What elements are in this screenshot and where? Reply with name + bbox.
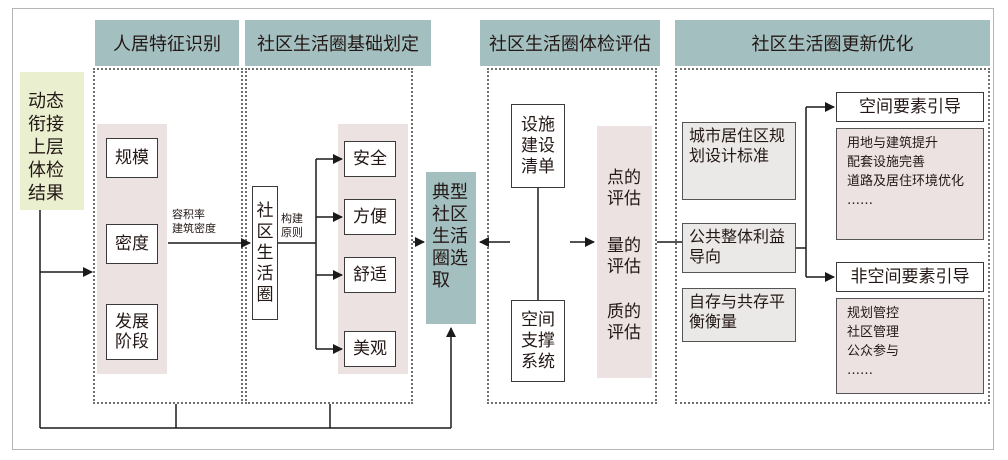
facilities-list-box: 设施建设清单	[511, 104, 565, 188]
feature-density: 密度	[106, 224, 158, 264]
header-optimization: 社区生活圈更新优化	[675, 20, 990, 66]
public-interest-box: 公共整体利益导向	[682, 223, 796, 273]
upper-check-box: 动态衔接上层体检结果	[20, 72, 84, 210]
spatial-items-box: 用地与建筑提升 配套设施完善 道路及居住环境优化 ……	[836, 128, 984, 240]
header-assessment: 社区生活圈体检评估	[480, 20, 660, 66]
feature-scale: 规模	[106, 138, 158, 178]
balance-box: 自存与共存平衡衡量	[682, 288, 796, 342]
feature-stage: 发展阶段	[106, 304, 158, 360]
principle-beauty: 美观	[344, 331, 396, 367]
upper-check-text: 动态衔接上层体检结果	[28, 91, 64, 204]
edge-label-density: 容积率 建筑密度	[172, 208, 216, 235]
evaluation-point: 点的评估	[607, 168, 641, 209]
edge-label-principle: 构建原则	[281, 212, 303, 239]
community-box: 社区生活圈	[252, 186, 278, 320]
nonspatial-guide-box: 非空间要素引导	[836, 262, 984, 292]
standards-box: 城市居住区规划设计标准	[682, 122, 796, 200]
typical-community-box: 典型社区生活圈选取	[426, 172, 476, 324]
nonspatial-items-box: 规划管控 社区管理 公众参与 ……	[836, 298, 984, 394]
diagram-frame	[12, 8, 994, 450]
evaluations-bg	[597, 126, 652, 378]
evaluation-quantity: 量的评估	[607, 236, 641, 277]
evaluation-quality: 质的评估	[607, 302, 641, 343]
header-resident-features: 人居特征识别	[95, 20, 239, 66]
support-system-box: 空间支撑系统	[511, 300, 565, 382]
spatial-guide-box: 空间要素引导	[836, 92, 984, 122]
group-base	[245, 68, 413, 404]
group-features	[93, 68, 243, 404]
typical-community-text: 典型社区生活圈选取	[432, 182, 468, 291]
principle-safety: 安全	[344, 141, 396, 177]
principle-comfort: 舒适	[344, 257, 396, 293]
header-base-delineation: 社区生活圈基础划定	[245, 20, 431, 66]
principle-convenience: 方便	[344, 199, 396, 235]
group-assessment	[487, 68, 657, 404]
group-optimization	[675, 68, 990, 404]
